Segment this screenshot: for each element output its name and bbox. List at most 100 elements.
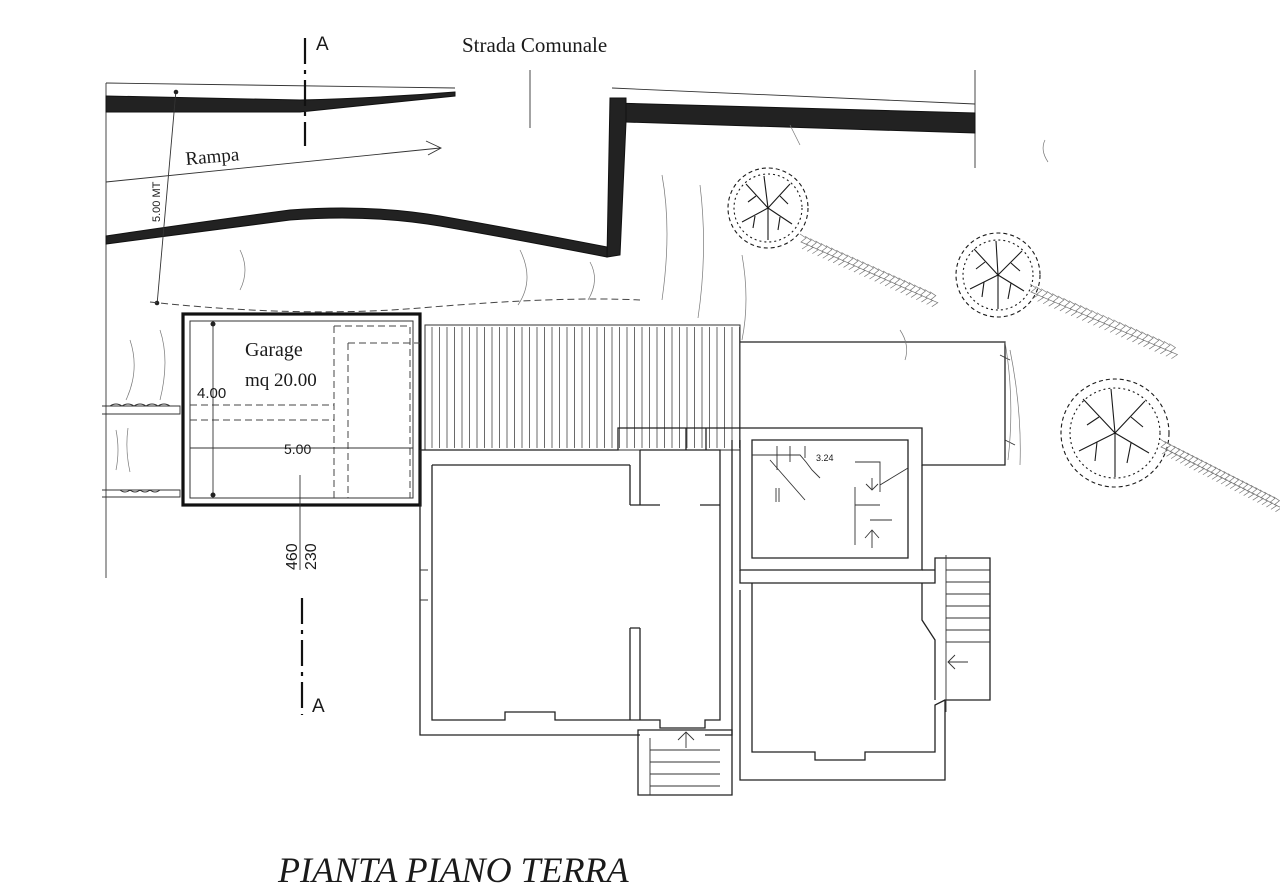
tree-shadow-stroke [815,240,825,257]
tree-shadow-stroke [820,242,830,259]
tree-shadow-stroke [1152,336,1162,352]
tree-shadow-stroke [882,270,892,287]
tree-shadow-stroke [1255,487,1265,503]
tree-shadow-stroke [1035,286,1045,302]
retaining-wall-top-right [610,102,976,134]
tree-shadow-stroke [914,284,923,301]
tree-shadow-stroke [1205,461,1215,478]
tree-shadow-stroke [1091,309,1101,326]
tree-3 [1060,378,1170,488]
tree-shadow-stroke [1246,482,1255,499]
tree-shadow-stroke [1124,324,1134,340]
retaining-wall-top-left [105,91,456,113]
tree-shadow-stroke [867,263,877,280]
driveway-curve [149,298,641,313]
drawing-title: PIANTA PIANO TERRA [277,850,630,890]
tree-1 [727,167,809,249]
tree-shadow-stroke [1057,295,1067,312]
tree-shadow-stroke [1273,496,1280,512]
tree-shadow-stroke [1173,445,1183,462]
tree-shadow-stroke [1079,305,1089,321]
tree-shadow-stroke [799,233,809,250]
tree-shadow-stroke [1241,480,1251,496]
ramp-direction-arrow [105,140,443,183]
tree-shadow-stroke [1164,441,1174,457]
tree-shadow-stroke [862,261,872,277]
tree-shadow-stroke [1264,491,1274,508]
tree-shadow-stroke [804,236,814,252]
tree-shadow-stroke [1169,343,1179,359]
tree-shadow-stroke [1177,447,1187,464]
tree-shadow-stroke [830,247,840,264]
tree-shadow-stroke [1187,452,1196,469]
tree-shadow-stroke [846,254,856,271]
dim-below-garage-1: 460 [284,543,301,570]
tree-shadow-stroke [1113,319,1123,336]
ramp-width-label: 5.00 MT [151,181,163,222]
tree-shadow-stroke [1135,329,1145,345]
tree-shadow-stroke [1146,333,1156,350]
tree-shadow-stroke [1268,494,1278,510]
tree-shadow-stroke [1158,338,1168,355]
tree-shadow-stroke [1046,290,1056,307]
ramp-wall-bottom [105,207,608,258]
tree-shadow-stroke [877,268,887,284]
garage-width-dim: 4.00 [197,385,226,402]
tree-shadow-stroke [888,272,898,289]
garage-area: mq 20.00 [245,370,317,391]
tree-shadow-stroke [924,289,934,305]
tree-shadow-stroke [1209,464,1219,480]
stone-wall-left [102,329,181,498]
tree-shadow-stroke [851,256,861,273]
tree-shadow-stroke [1191,454,1201,471]
tree-shadow-stroke [1119,321,1128,338]
section-mark-top: A [316,34,329,55]
tree-shadow-stroke [1236,477,1246,494]
tree-shadow-stroke [1096,312,1106,328]
tree-shadow-stroke [1040,288,1050,305]
garage [181,312,422,507]
garage-name: Garage [245,339,303,361]
retaining-wall-corner [606,97,627,258]
tree-shadow-stroke [1102,314,1112,331]
garage-length-dim: 5.00 [284,441,311,457]
tree-shadow-stroke [1159,438,1169,455]
tree-shadow-stroke [872,266,882,282]
tree-shadow-stroke [1085,307,1095,324]
tree-shadow-stroke [893,275,903,291]
tree-shadow-stroke [898,277,908,294]
tree-shadows [799,233,1280,512]
tree-shadow-stroke [908,282,918,298]
tree-shadow-stroke [1052,293,1062,309]
tree-shadow-stroke [810,238,820,254]
stair-height-label: 3.24 [816,453,834,463]
tree-shadow-stroke [903,279,913,296]
tree-shadow-stroke [841,252,851,268]
section-mark-bottom: A [312,696,325,717]
ramp-label: Rampa [185,144,241,170]
tree-shadow-stroke [1029,283,1039,300]
tree-shadow-stroke [1259,489,1269,506]
tree-shadow-stroke [1182,450,1192,466]
street-label: Strada Comunale [462,33,607,57]
tree-shadow-stroke [1141,331,1151,347]
house-outline [419,341,1021,796]
dim-below-garage-2: 230 [303,543,320,570]
street-edges [105,70,976,578]
tree-shadow-stroke [1218,468,1228,485]
sketch-strokes [125,124,1049,401]
tree-shadow-stroke [1200,459,1210,476]
tree-shadow-stroke [1107,317,1117,333]
tree-shadow-stroke [1130,326,1140,343]
tree-shadow-stroke [1250,484,1260,501]
tree-shadow-stroke [1223,471,1233,487]
tree-shadow-stroke [1196,457,1206,473]
tree-shadow-stroke [825,245,835,261]
walkway-hatch [424,324,741,451]
tree-shadow-stroke [919,286,929,303]
tree-shadow-stroke [1063,298,1073,314]
tree-shadow-stroke [1232,475,1242,492]
tree-shadow-stroke [1168,443,1178,459]
tree-shadow-stroke [1227,473,1237,489]
